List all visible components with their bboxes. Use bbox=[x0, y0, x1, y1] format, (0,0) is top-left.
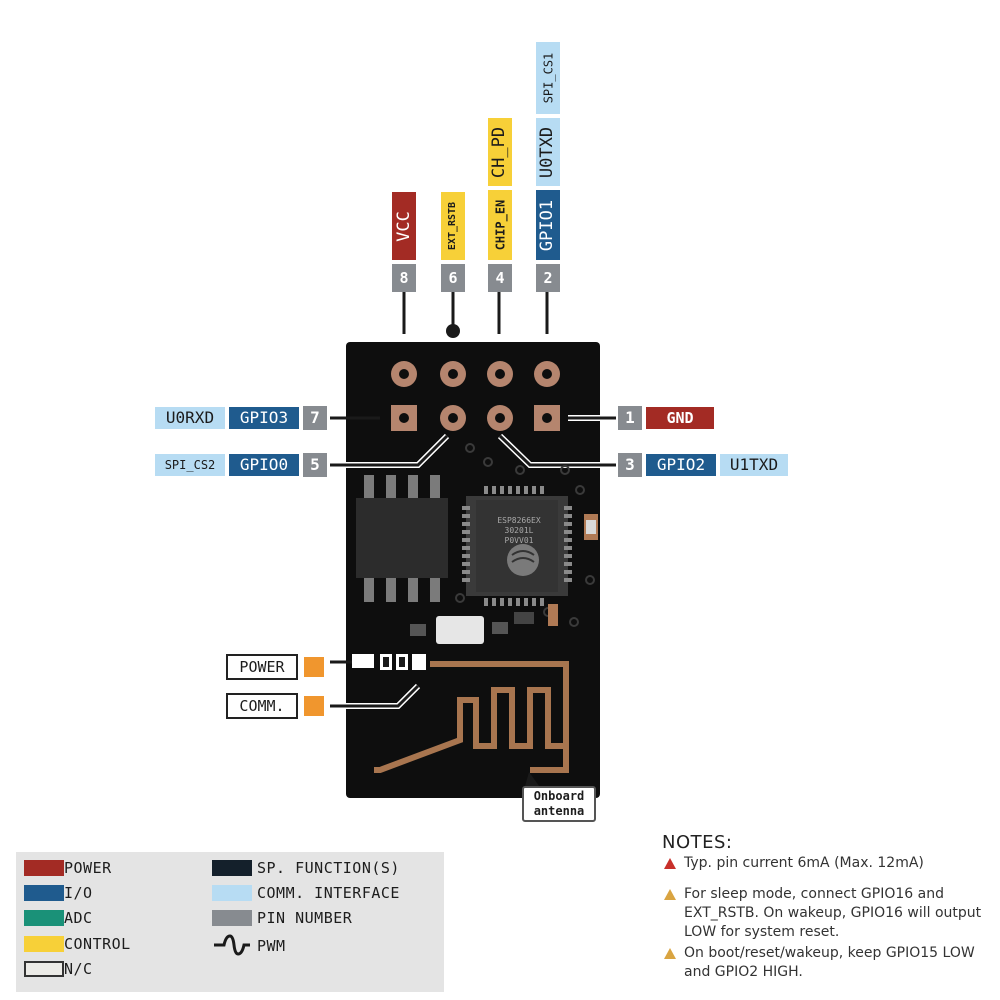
note2-line2: EXT_RSTB. On wakeup, GPIO16 will output bbox=[684, 905, 982, 921]
pin2-gpio1-label: GPIO1 bbox=[536, 190, 560, 260]
legend-sp-function-label: SP. FUNCTION(S) bbox=[257, 859, 400, 877]
comm-led-label: COMM. bbox=[226, 693, 298, 719]
legend-io-swatch bbox=[24, 885, 64, 901]
legend-comm-interface-label: COMM. INTERFACE bbox=[257, 884, 400, 902]
legend-io-label: I/O bbox=[64, 884, 93, 902]
legend-control-label: CONTROL bbox=[64, 935, 131, 953]
pin5-spi-cs2-label: SPI_CS2 bbox=[155, 454, 225, 476]
pin7-number: 7 bbox=[303, 406, 327, 430]
pin5-number: 5 bbox=[303, 453, 327, 477]
power-led-color-icon bbox=[304, 657, 324, 677]
pin5-gpio0-label: GPIO0 bbox=[229, 454, 299, 476]
legend-power-label: POWER bbox=[64, 859, 112, 877]
smd-components bbox=[352, 514, 598, 670]
notes-title: NOTES: bbox=[662, 832, 733, 853]
pin8-number: 8 bbox=[392, 264, 416, 292]
legend-power-swatch bbox=[24, 860, 64, 876]
legend-adc-swatch bbox=[24, 910, 64, 926]
legend-control-swatch bbox=[24, 936, 64, 952]
pin1-gnd-label: GND bbox=[646, 407, 714, 429]
pin1-number: 1 bbox=[618, 406, 642, 430]
pin3-number: 3 bbox=[618, 453, 642, 477]
comm-led-leader-line bbox=[330, 684, 420, 708]
chip-marking-line3: P0VV01 bbox=[504, 536, 534, 545]
pwm-wave-icon bbox=[214, 934, 250, 956]
note3-line1: On boot/reset/wakeup, keep GPIO15 LOW bbox=[684, 945, 975, 961]
legend-pwm-label: PWM bbox=[257, 937, 286, 955]
pin2-spi-cs1-label: SPI_CS1 bbox=[536, 42, 560, 114]
pin8-vcc-label: VCC bbox=[392, 192, 416, 260]
note2-text: For sleep mode, connect GPIO16 and EXT_R… bbox=[684, 885, 981, 942]
pin3-gpio2-label: GPIO2 bbox=[646, 454, 716, 476]
note3-text: On boot/reset/wakeup, keep GPIO15 LOW an… bbox=[684, 944, 975, 982]
pin7-u0rxd-label: U0RXD bbox=[155, 407, 225, 429]
pin2-number: 2 bbox=[536, 264, 560, 292]
chip-marking: ESP8266EX 30201L P0VV01 bbox=[484, 516, 554, 546]
note1-warning-icon bbox=[664, 858, 676, 869]
chip-marking-line1: ESP8266EX bbox=[497, 516, 541, 525]
note1-text: Typ. pin current 6mA (Max. 12mA) bbox=[684, 855, 924, 871]
antenna-label-line2: antenna bbox=[533, 804, 585, 818]
pin4-chip-en-label: CHIP_EN bbox=[488, 190, 512, 260]
note2-line3: LOW for system reset. bbox=[684, 924, 840, 940]
legend-adc-label: ADC bbox=[64, 909, 93, 927]
pin6-number: 6 bbox=[441, 264, 465, 292]
pin3-leader-line bbox=[498, 434, 616, 467]
pin4-ch-pd-label: CH_PD bbox=[488, 118, 512, 186]
note3-warning-icon bbox=[664, 948, 676, 959]
legend-pin-number-swatch bbox=[212, 910, 252, 926]
note2-warning-icon bbox=[664, 889, 676, 900]
antenna-pointer bbox=[524, 772, 542, 790]
antenna-trace bbox=[374, 661, 569, 773]
legend-comm-interface-swatch bbox=[212, 885, 252, 901]
pin7-gpio3-label: GPIO3 bbox=[229, 407, 299, 429]
pin6-dot bbox=[446, 324, 460, 338]
legend-sp-function-swatch bbox=[212, 860, 252, 876]
pin6-ext-rstb-label: EXT_RSTB bbox=[441, 192, 465, 260]
legend-pin-number-label: PIN NUMBER bbox=[257, 909, 353, 927]
power-led-label: POWER bbox=[226, 654, 298, 680]
pin2-u0txd-label: U0TXD bbox=[536, 118, 560, 186]
chip-marking-line2: 30201L bbox=[504, 526, 534, 535]
legend-nc-label: N/C bbox=[64, 960, 93, 978]
pin3-u1txd-label: U1TXD bbox=[720, 454, 788, 476]
note3-line2: and GPIO2 HIGH. bbox=[684, 964, 803, 980]
legend: POWER I/O ADC CONTROL N/C SP. FUNCTION(S… bbox=[16, 852, 444, 992]
legend-nc-swatch bbox=[24, 961, 64, 977]
header-pads bbox=[391, 361, 560, 431]
note2-line1: For sleep mode, connect GPIO16 and bbox=[684, 886, 944, 902]
antenna-label-line1: Onboard bbox=[533, 789, 585, 803]
pin5-leader-line bbox=[330, 434, 449, 467]
comm-led-color-icon bbox=[304, 696, 324, 716]
pin4-number: 4 bbox=[488, 264, 512, 292]
flash-chip bbox=[356, 475, 448, 602]
onboard-antenna-label: Onboard antenna bbox=[522, 786, 596, 822]
esp8266-chip bbox=[462, 486, 572, 606]
